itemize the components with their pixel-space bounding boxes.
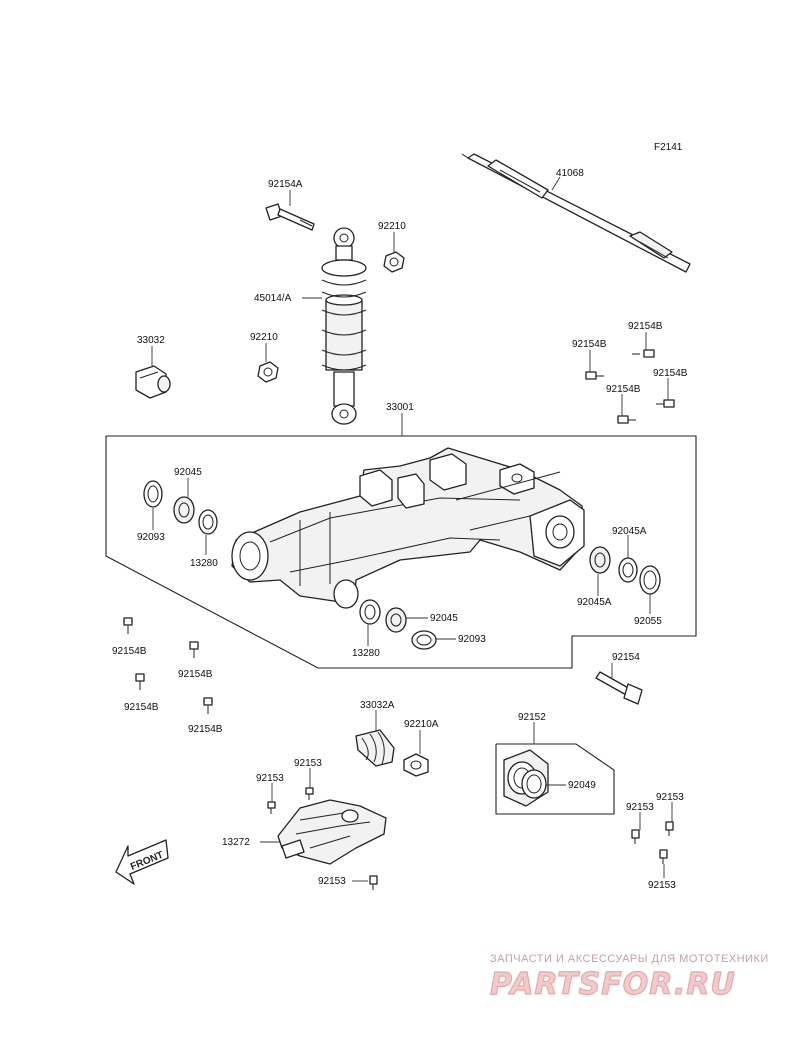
screw-92153-4[interactable] [631, 829, 640, 844]
bushing-33032a[interactable] [355, 729, 395, 767]
bolt-92154b-3[interactable] [656, 399, 675, 408]
label-13280-lower: 13280 [352, 648, 380, 659]
seal-92093-lower[interactable] [411, 630, 437, 650]
label-92153-2: 92153 [294, 758, 322, 769]
label-33001: 33001 [386, 402, 414, 413]
ring-13280-lower[interactable] [359, 599, 381, 625]
bearing-92045-lower[interactable] [385, 607, 407, 633]
label-92210-top: 92210 [378, 221, 406, 232]
label-92210-mid: 92210 [250, 332, 278, 343]
watermark-logo: PARTSFOR.RU [490, 967, 736, 1002]
label-92153-1: 92153 [256, 773, 284, 784]
swing-arm[interactable] [231, 447, 585, 609]
drive-shaft[interactable] [461, 153, 691, 273]
watermark: ЗАПЧАСТИ И АКСЕССУАРЫ ДЛЯ МОТОТЕХНИКИ PA… [489, 953, 769, 1003]
label-92154b-2: 92154B [572, 339, 607, 350]
label-13272: 13272 [222, 837, 250, 848]
label-92153-6: 92153 [648, 880, 676, 891]
seal-92093-left[interactable] [143, 480, 163, 508]
nut-92210-mid[interactable] [257, 361, 279, 383]
label-13280-left: 13280 [190, 558, 218, 569]
screw-92153-1[interactable] [267, 801, 276, 814]
bearing-92045-left[interactable] [173, 496, 195, 524]
guard-plate-13272[interactable] [277, 799, 387, 865]
bearing-92045a-2[interactable] [618, 557, 638, 583]
label-45014a: 45014/A [254, 293, 292, 304]
label-92154: 92154 [612, 652, 640, 663]
label-92154b-7: 92154B [124, 702, 159, 713]
label-92154b-1: 92154B [628, 321, 663, 332]
label-92154b-4: 92154B [606, 384, 641, 395]
bushing-33032[interactable] [135, 365, 171, 399]
label-92153-3: 92153 [318, 876, 346, 887]
label-92093-left: 92093 [137, 532, 165, 543]
seal-92055[interactable] [639, 565, 661, 595]
swing-arm-frame [105, 435, 697, 669]
bolt-92154a[interactable] [265, 203, 315, 231]
label-92045-lower: 92045 [430, 613, 458, 624]
label-92154b-8: 92154B [188, 724, 223, 735]
label-92154b-3: 92154B [653, 368, 688, 379]
screw-92153-5[interactable] [665, 821, 674, 836]
screw-92153-3[interactable] [369, 875, 378, 890]
label-92153-5: 92153 [656, 792, 684, 803]
label-92154a: 92154A [268, 179, 303, 190]
screw-92153-6[interactable] [659, 849, 668, 864]
shock-absorber[interactable] [321, 227, 367, 425]
label-92154b-5: 92154B [112, 646, 147, 657]
front-arrow-icon: FRONT [115, 839, 169, 885]
label-92154b-6: 92154B [178, 669, 213, 680]
bolt-92154b-8[interactable] [203, 697, 213, 714]
label-92045a-1: 92045A [612, 526, 647, 537]
bolt-92154b-6[interactable] [189, 641, 199, 658]
label-41068: 41068 [556, 168, 584, 179]
bolt-92154b-7[interactable] [135, 673, 145, 690]
label-92055: 92055 [634, 616, 662, 627]
bolt-92154[interactable] [595, 671, 643, 705]
label-33032a: 33032A [360, 700, 395, 711]
diagram-code: F2141 [654, 142, 683, 153]
seal-92049[interactable] [521, 769, 547, 799]
screw-92153-2[interactable] [305, 787, 314, 800]
nut-92210-top[interactable] [383, 251, 405, 273]
label-92153-4: 92153 [626, 802, 654, 813]
bolt-92154b-5[interactable] [123, 617, 133, 634]
label-92049: 92049 [568, 780, 596, 791]
label-92045a-2: 92045A [577, 597, 612, 608]
watermark-tagline: ЗАПЧАСТИ И АКСЕССУАРЫ ДЛЯ МОТОТЕХНИКИ [490, 953, 769, 965]
housing-frame [495, 743, 615, 815]
label-33032: 33032 [137, 335, 165, 346]
bolt-92154b-1[interactable] [632, 349, 655, 358]
bolt-92154b-4[interactable] [617, 415, 636, 424]
nut-92210a[interactable] [403, 753, 429, 777]
label-92152: 92152 [518, 712, 546, 723]
label-92093-lower: 92093 [458, 634, 486, 645]
bearing-92045a-1[interactable] [589, 546, 611, 574]
bolt-92154b-2[interactable] [585, 371, 604, 380]
label-92045-left: 92045 [174, 467, 202, 478]
ring-13280-left[interactable] [198, 509, 218, 535]
label-92210a: 92210A [404, 719, 439, 730]
